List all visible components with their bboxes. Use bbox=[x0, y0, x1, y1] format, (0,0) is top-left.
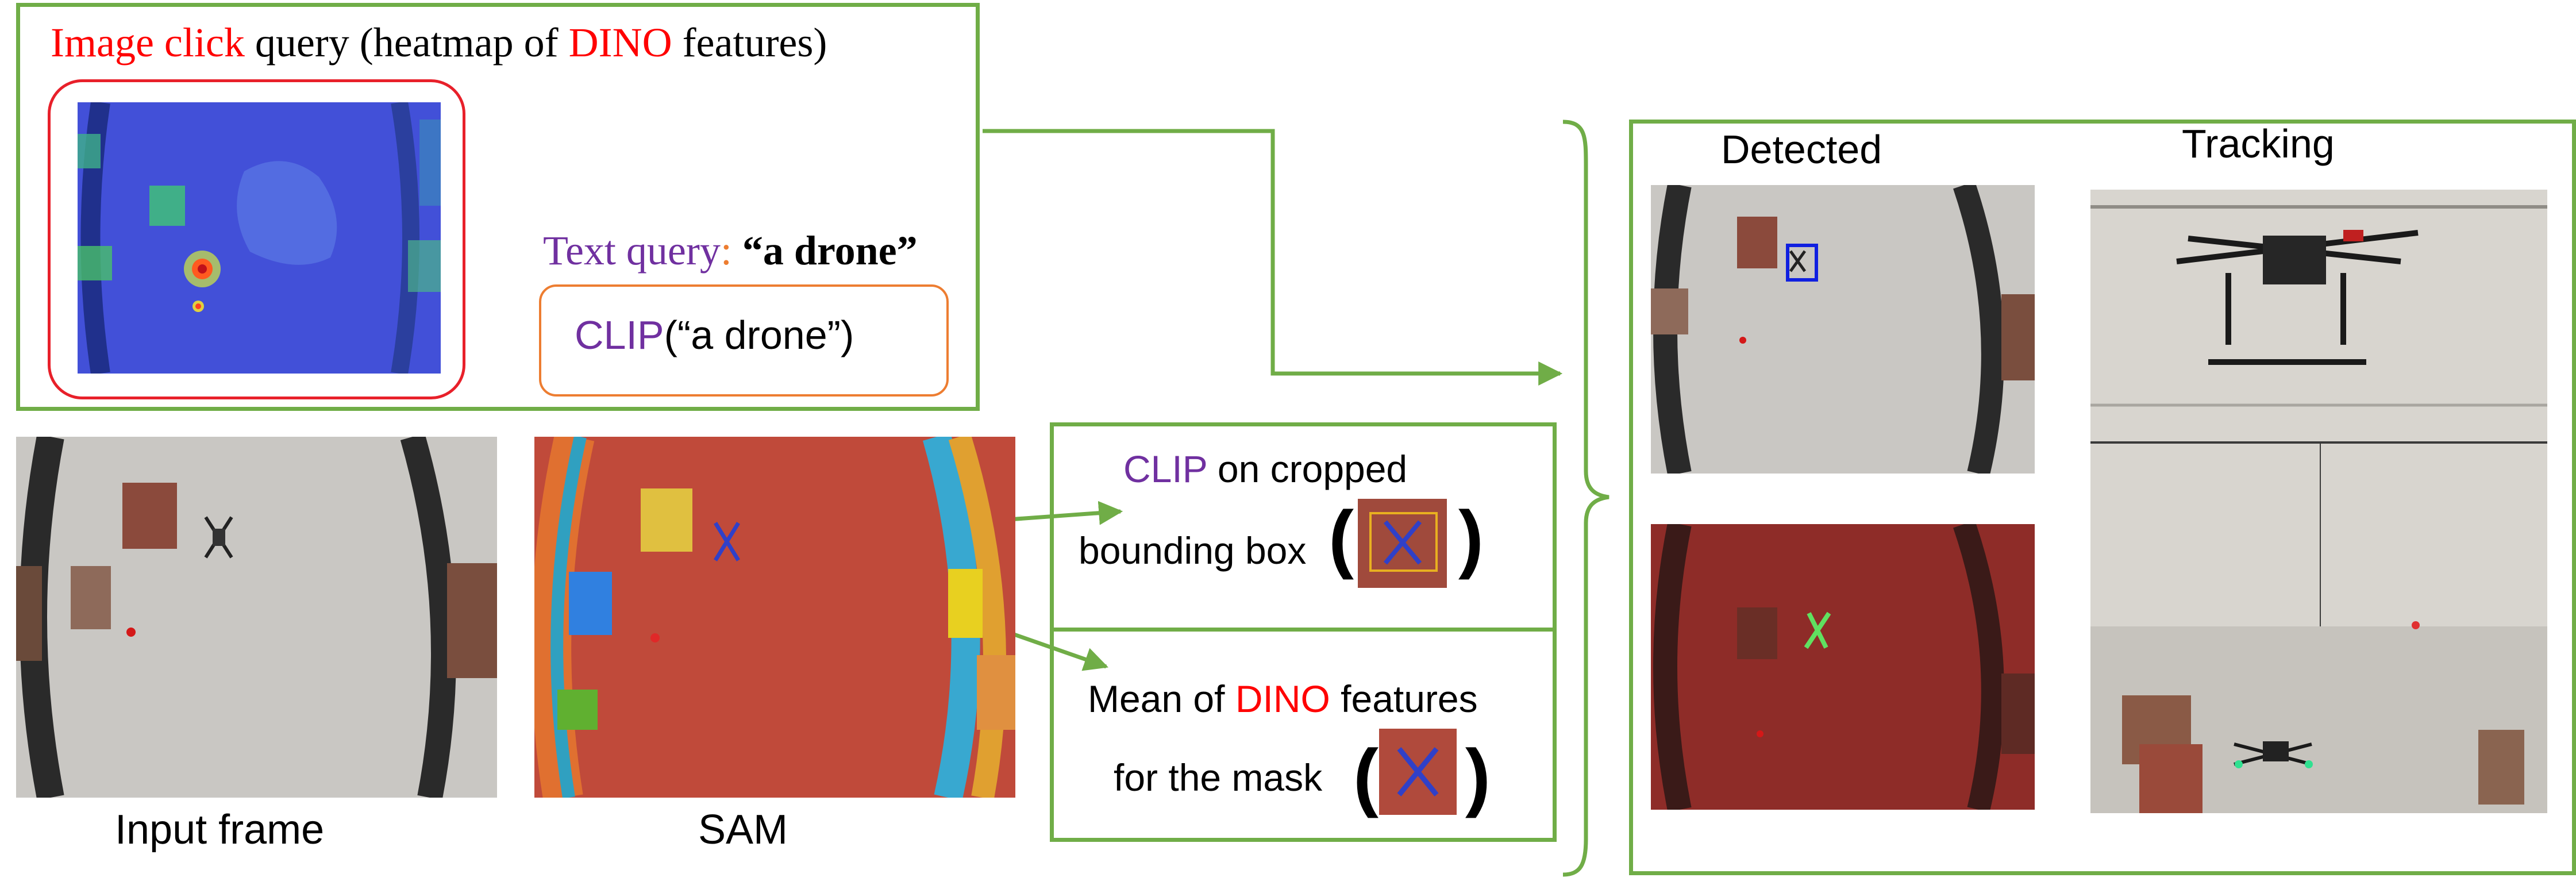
mean-dino-line1: Mean of DINO features bbox=[1088, 680, 1478, 718]
features-label: features) bbox=[672, 20, 827, 66]
clip-argument: (“a drone”) bbox=[664, 313, 854, 357]
tracking-image[interactable] bbox=[2090, 190, 2547, 813]
text-query-value: “a drone” bbox=[731, 228, 918, 274]
clip-text-box bbox=[539, 284, 949, 397]
for-the-mask-label: for the mask bbox=[1114, 756, 1323, 799]
mask-open-paren: ( bbox=[1353, 734, 1379, 818]
mean-of-label: Mean of bbox=[1088, 678, 1235, 720]
input-frame-caption: Input frame bbox=[115, 807, 325, 853]
mask-image[interactable] bbox=[1379, 729, 1457, 815]
clip-crop-label: CLIP bbox=[1123, 448, 1207, 490]
image-click-box bbox=[48, 79, 465, 399]
dino-heatmap-image[interactable] bbox=[78, 102, 441, 374]
sam-drone bbox=[714, 522, 740, 561]
detected-label: Detected bbox=[1721, 127, 1882, 172]
mean-dino-label: DINO bbox=[1235, 678, 1330, 720]
cropped-bbox-image[interactable] bbox=[1358, 499, 1447, 588]
query-panel-title: Image click query (heatmap of DINO featu… bbox=[51, 22, 827, 63]
mean-features-label: features bbox=[1330, 678, 1478, 720]
image-click-label: Image click bbox=[51, 20, 245, 66]
query-label: query (heatmap of bbox=[244, 20, 569, 66]
features-panel bbox=[1050, 422, 1557, 842]
sam-image[interactable] bbox=[534, 437, 1015, 798]
tracking-label: Tracking bbox=[2182, 121, 2335, 166]
bounding-box-label: bounding box bbox=[1079, 529, 1307, 572]
input-frame-image[interactable] bbox=[16, 437, 497, 798]
bbox-close-paren: ) bbox=[1458, 495, 1484, 580]
text-query-colon: : bbox=[720, 228, 732, 274]
results-panel bbox=[1629, 120, 2576, 875]
bbox-open-paren: ( bbox=[1329, 495, 1354, 580]
detected-mask-image[interactable] bbox=[1651, 524, 2035, 810]
text-query-line: Text query: “a drone” bbox=[543, 230, 918, 271]
dino-label: DINO bbox=[568, 20, 672, 66]
sam-caption: SAM bbox=[698, 807, 788, 853]
results-bracket bbox=[1562, 120, 1609, 877]
text-query-label: Text query bbox=[543, 228, 721, 274]
clip-crop-line1: CLIP on cropped bbox=[1123, 450, 1407, 488]
mask-close-paren: ) bbox=[1465, 734, 1491, 818]
query-to-results-arrow bbox=[983, 129, 1563, 386]
clip-text-embedding: CLIP(“a drone”) bbox=[575, 315, 854, 355]
detected-frame-image[interactable] bbox=[1651, 185, 2035, 474]
clip-label: CLIP bbox=[575, 313, 664, 357]
query-panel bbox=[16, 3, 980, 411]
features-panel-divider bbox=[1050, 628, 1557, 632]
clip-crop-rest: on cropped bbox=[1207, 448, 1408, 490]
